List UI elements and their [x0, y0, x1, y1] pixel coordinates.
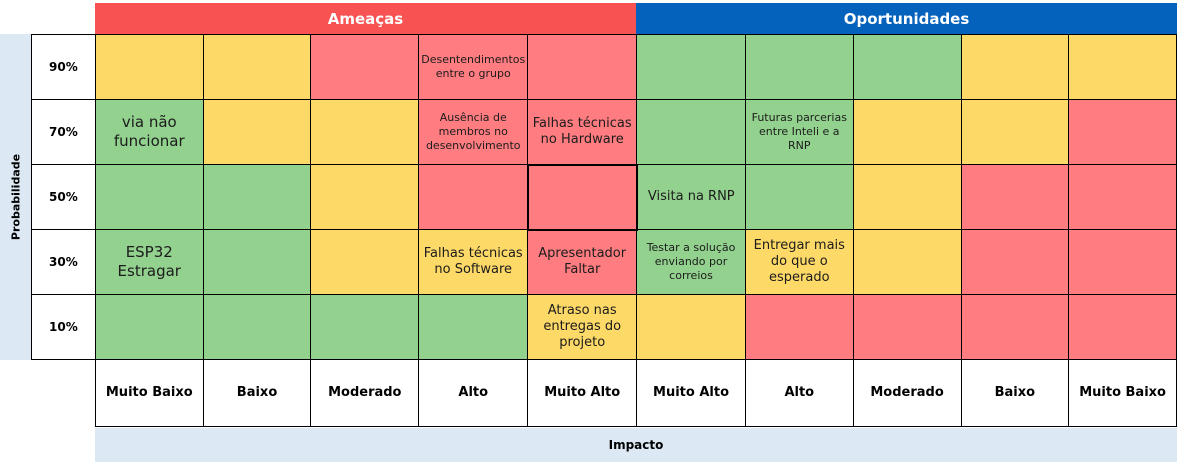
matrix-cell[interactable] [1068, 294, 1177, 360]
impact-level-label: Alto [744, 359, 854, 427]
risk-cell[interactable]: Falhas técnicas no Hardware [527, 99, 638, 165]
opportunities-header: Oportunidades [636, 3, 1177, 34]
impact-level-label: Muito Baixo [1068, 359, 1177, 427]
matrix-cell[interactable] [636, 34, 746, 100]
impact-level-label: Muito Alto [636, 359, 746, 427]
risk-cell[interactable]: Futuras parcerias entre Inteli e a RNP [744, 99, 854, 165]
probability-axis-label: Probabilidade [9, 153, 22, 241]
probability-axis: Probabilidade [0, 34, 31, 360]
matrix-cell[interactable] [310, 229, 420, 295]
matrix-cell[interactable] [744, 294, 854, 360]
matrix-cell[interactable] [94, 294, 204, 360]
impact-axis: Impacto [95, 428, 1177, 462]
probability-label: 70% [31, 99, 96, 165]
impact-level-label: Muito Alto [527, 359, 638, 427]
matrix-cell[interactable] [1068, 99, 1177, 165]
impact-level-label: Baixo [202, 359, 312, 427]
matrix-cell[interactable] [960, 164, 1070, 230]
matrix-row: 70%via não funcionar Ausência de membros … [31, 99, 1177, 165]
matrix-cell[interactable] [94, 34, 204, 100]
risk-cell[interactable]: via não funcionar [94, 99, 204, 165]
corner-blank [32, 360, 96, 427]
risk-cell[interactable]: Atraso nas entregas do projeto [527, 294, 638, 360]
matrix-cell[interactable] [202, 34, 312, 100]
risk-cell[interactable]: Desentendimentos entre o grupo [418, 34, 529, 100]
impact-level-label: Muito Baixo [94, 359, 204, 427]
matrix-row: 90% Desentendimentos entre o grupo [31, 34, 1177, 100]
matrix-cell[interactable] [960, 99, 1070, 165]
risk-cell[interactable]: ESP32 Estragar [94, 229, 204, 295]
matrix-cell[interactable] [527, 34, 638, 100]
impact-level-label: Moderado [310, 359, 420, 427]
matrix-cell[interactable] [202, 294, 312, 360]
matrix-cell[interactable] [310, 34, 420, 100]
matrix-cell[interactable] [310, 164, 420, 230]
probability-label: 90% [31, 34, 96, 100]
risk-cell[interactable]: Falhas técnicas no Software [418, 229, 529, 295]
matrix-cell[interactable] [636, 99, 746, 165]
matrix-cell[interactable] [1068, 229, 1177, 295]
matrix-cell[interactable] [1068, 164, 1177, 230]
matrix-cell[interactable] [1068, 34, 1177, 100]
impact-level-label: Moderado [852, 359, 962, 427]
matrix-row: 30%ESP32 Estragar Falhas técnicas no Soft… [31, 229, 1177, 295]
risk-cell[interactable]: Ausência de membros no desenvolvimento [418, 99, 529, 165]
matrix-cell[interactable] [852, 294, 962, 360]
matrix-cell[interactable] [636, 294, 746, 360]
matrix-cell[interactable] [310, 294, 420, 360]
threats-header: Ameaças [95, 3, 636, 34]
matrix-cell[interactable] [960, 294, 1070, 360]
matrix-cell[interactable] [418, 294, 529, 360]
matrix-cell[interactable] [310, 99, 420, 165]
matrix-cell[interactable] [960, 34, 1070, 100]
matrix-cell[interactable] [744, 164, 854, 230]
matrix-cell[interactable] [852, 229, 962, 295]
risk-cell[interactable]: Visita na RNP [636, 164, 746, 230]
risk-cell[interactable]: Apresentador Faltar [527, 229, 638, 295]
matrix-cell[interactable] [526, 163, 638, 231]
matrix-row: 10% Atraso nas entregas do projeto [31, 294, 1177, 360]
matrix-cell[interactable] [202, 99, 312, 165]
matrix-cell[interactable] [744, 34, 854, 100]
impact-level-label: Alto [418, 359, 529, 427]
probability-label: 10% [31, 294, 96, 360]
risk-cell[interactable]: Testar a solução enviando por correios [636, 229, 746, 295]
matrix-cell[interactable] [202, 229, 312, 295]
matrix-cell[interactable] [852, 99, 962, 165]
matrix-cell[interactable] [202, 164, 312, 230]
matrix-cell[interactable] [852, 34, 962, 100]
probability-label: 30% [31, 229, 96, 295]
matrix-cell[interactable] [852, 164, 962, 230]
matrix-cell[interactable] [418, 164, 529, 230]
probability-label: 50% [31, 164, 96, 230]
matrix-row: 50% Visita na RNP [31, 163, 1177, 231]
impact-axis-label: Impacto [608, 438, 664, 452]
impact-level-label: Baixo [960, 359, 1070, 427]
risk-cell[interactable]: Entregar mais do que o esperado [744, 229, 854, 295]
matrix-cell[interactable] [960, 229, 1070, 295]
matrix-cell[interactable] [94, 164, 204, 230]
